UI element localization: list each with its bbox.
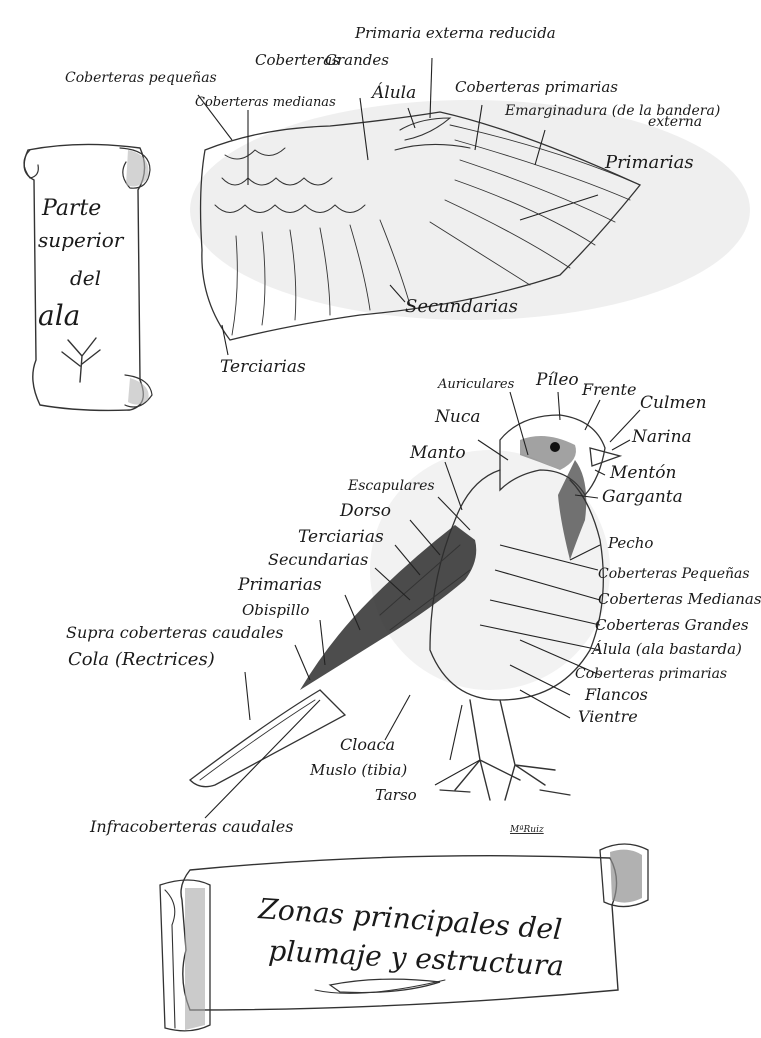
label-garganta: Garganta	[602, 487, 683, 507]
label-narina: Narina	[631, 427, 692, 447]
label-tarso: Tarso	[375, 786, 417, 804]
label-pecho: Pecho	[607, 534, 653, 552]
label-nuca: Nuca	[434, 407, 480, 427]
label-coberteras-medianas-wing: Coberteras medianas	[195, 95, 336, 110]
label-menton: Mentón	[609, 463, 676, 483]
label-terciarias-wing: Terciarias	[220, 357, 306, 377]
label-terciarias-bird: Terciarias	[298, 527, 384, 547]
label-primarias-wing: Primarias	[604, 152, 694, 173]
label-muslo: Muslo (tibia)	[309, 761, 407, 779]
label-primarias-bird: Primarias	[237, 575, 322, 595]
label-coberteras-pequenas-wing: Coberteras pequeñas	[65, 70, 217, 86]
feather-icon	[62, 338, 100, 382]
wing-scroll: Parte superior del ala	[24, 144, 152, 410]
label-obispillo: Obispillo	[242, 601, 309, 619]
label-coberteras-primarias-wing: Coberteras primarias	[455, 78, 618, 96]
label-flancos: Flancos	[584, 685, 648, 704]
wing-scroll-line-2: superior	[38, 228, 125, 252]
label-infracoberteras: Infracoberteras caudales	[89, 817, 293, 836]
label-coberteras-grandes-bird: Coberteras Grandes	[595, 616, 749, 634]
label-cloaca: Cloaca	[340, 735, 395, 754]
label-auriculares: Auriculares	[437, 377, 515, 392]
label-secundarias-bird: Secundarias	[268, 550, 368, 569]
title-scroll: Zonas principales del plumaje y estructu…	[160, 844, 648, 1031]
label-emarginadura-2: externa	[648, 114, 702, 130]
label-dorso: Dorso	[339, 501, 391, 521]
label-coberteras-primarias-bird: Coberteras primarias	[575, 666, 727, 682]
bird-eye	[550, 442, 560, 452]
quill-icon	[315, 979, 445, 993]
label-pileo: Píleo	[535, 370, 579, 390]
label-secundarias-wing: Secundarias	[405, 296, 518, 317]
label-coberteras-medianas-bird: Coberteras Medianas	[598, 590, 761, 608]
label-manto: Manto	[409, 443, 466, 463]
label-coberteras-pequenas-bird: Coberteras Pequeñas	[598, 566, 750, 582]
label-cola: Cola (Rectrices)	[68, 649, 215, 670]
label-escapulares: Escapulares	[347, 478, 435, 494]
label-primaria-externa-reducida: Primaria externa reducida	[354, 24, 556, 42]
label-alula-wing: Álula	[370, 82, 416, 103]
label-frente: Frente	[581, 380, 636, 399]
label-vientre: Vientre	[578, 707, 638, 726]
artist-signature: MªRuiz	[509, 825, 544, 835]
label-supracoberteras: Supra coberteras caudales	[66, 623, 284, 642]
wing-scroll-line-1: Parte	[41, 196, 101, 221]
wing-scroll-line-4: ala	[38, 299, 80, 332]
wing-scroll-line-3: del	[70, 266, 101, 290]
label-culmen: Culmen	[640, 393, 707, 413]
label-alula-bird: Álula (ala bastarda)	[590, 640, 742, 658]
label-coberteras-grandes-wing-2: Grandes	[325, 51, 389, 69]
